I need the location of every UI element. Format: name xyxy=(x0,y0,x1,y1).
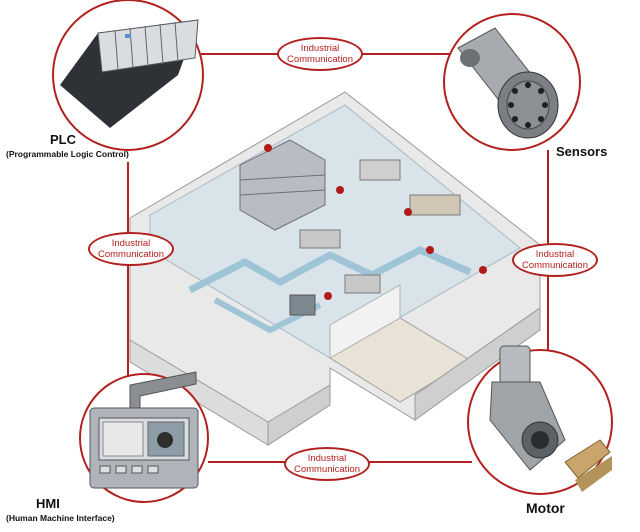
link-label-left-line1: Industrial xyxy=(111,238,151,249)
link-label-right-line1: Industrial xyxy=(535,249,575,260)
sensors-title: Sensors xyxy=(556,144,608,159)
plc-node xyxy=(52,0,204,151)
link-label-right-line2: Communication xyxy=(522,260,588,271)
hmi-subtitle: (Human Machine Interface) xyxy=(6,513,115,523)
factory-floor-plan xyxy=(129,91,541,446)
link-label-right: Industrial Communication xyxy=(512,243,598,277)
hmi-node xyxy=(79,371,209,503)
motor-node xyxy=(467,345,613,495)
link-label-bottom-line2: Communication xyxy=(294,464,360,475)
link-label-top-line1: Industrial xyxy=(300,43,340,54)
plc-title: PLC xyxy=(50,132,76,147)
link-label-bottom: Industrial Communication xyxy=(284,447,370,481)
link-label-left: Industrial Communication xyxy=(88,232,174,266)
link-label-top: Industrial Communication xyxy=(277,37,363,71)
sensors-node xyxy=(443,13,581,151)
link-label-bottom-line1: Industrial xyxy=(307,453,347,464)
plc-subtitle: (Programmable Logic Control) xyxy=(6,149,129,159)
hmi-title: HMI xyxy=(36,496,60,511)
motor-title: Motor xyxy=(526,500,565,516)
link-label-top-line2: Communication xyxy=(287,54,353,65)
link-label-left-line2: Communication xyxy=(98,249,164,260)
